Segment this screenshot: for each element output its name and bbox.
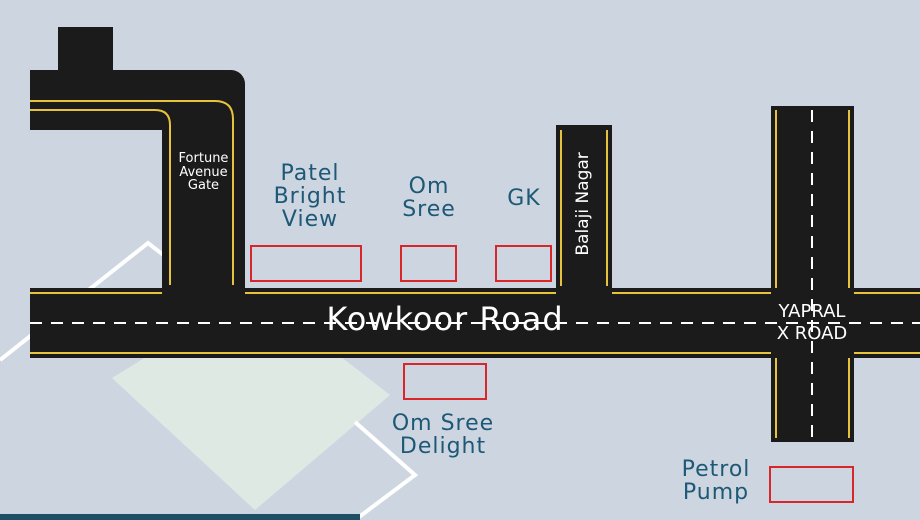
gk-label: GK xyxy=(507,186,541,211)
yapral-x-road-label: YAPRAL X ROAD xyxy=(776,301,848,344)
petrol-pump-legend-marker xyxy=(769,466,854,503)
om-sree-delight-marker[interactable] xyxy=(403,363,487,400)
boundary-line-lower xyxy=(353,420,419,520)
petrol-pump-legend-label: Petrol Pump xyxy=(681,457,751,506)
om-sree-label: Om Sree xyxy=(402,174,456,223)
om-sree-marker[interactable] xyxy=(400,245,457,282)
balaji-nagar-label: Balaji Nagar xyxy=(573,152,594,256)
bottom-strip xyxy=(0,514,360,520)
road-balaji-nagar xyxy=(556,125,612,290)
om-sree-delight-label: Om Sree Delight xyxy=(391,411,495,460)
patel-bright-view-marker[interactable] xyxy=(250,245,362,282)
gk-marker[interactable] xyxy=(495,245,552,282)
kowkoor-road-label: Kowkoor Road xyxy=(326,300,564,338)
road-fortune-avenue xyxy=(162,100,245,290)
road-stub-top xyxy=(58,27,113,72)
fortune-avenue-gate-label: Fortune Avenue Gate xyxy=(178,151,229,194)
patel-bright-view-label: Patel Bright View xyxy=(273,161,347,233)
